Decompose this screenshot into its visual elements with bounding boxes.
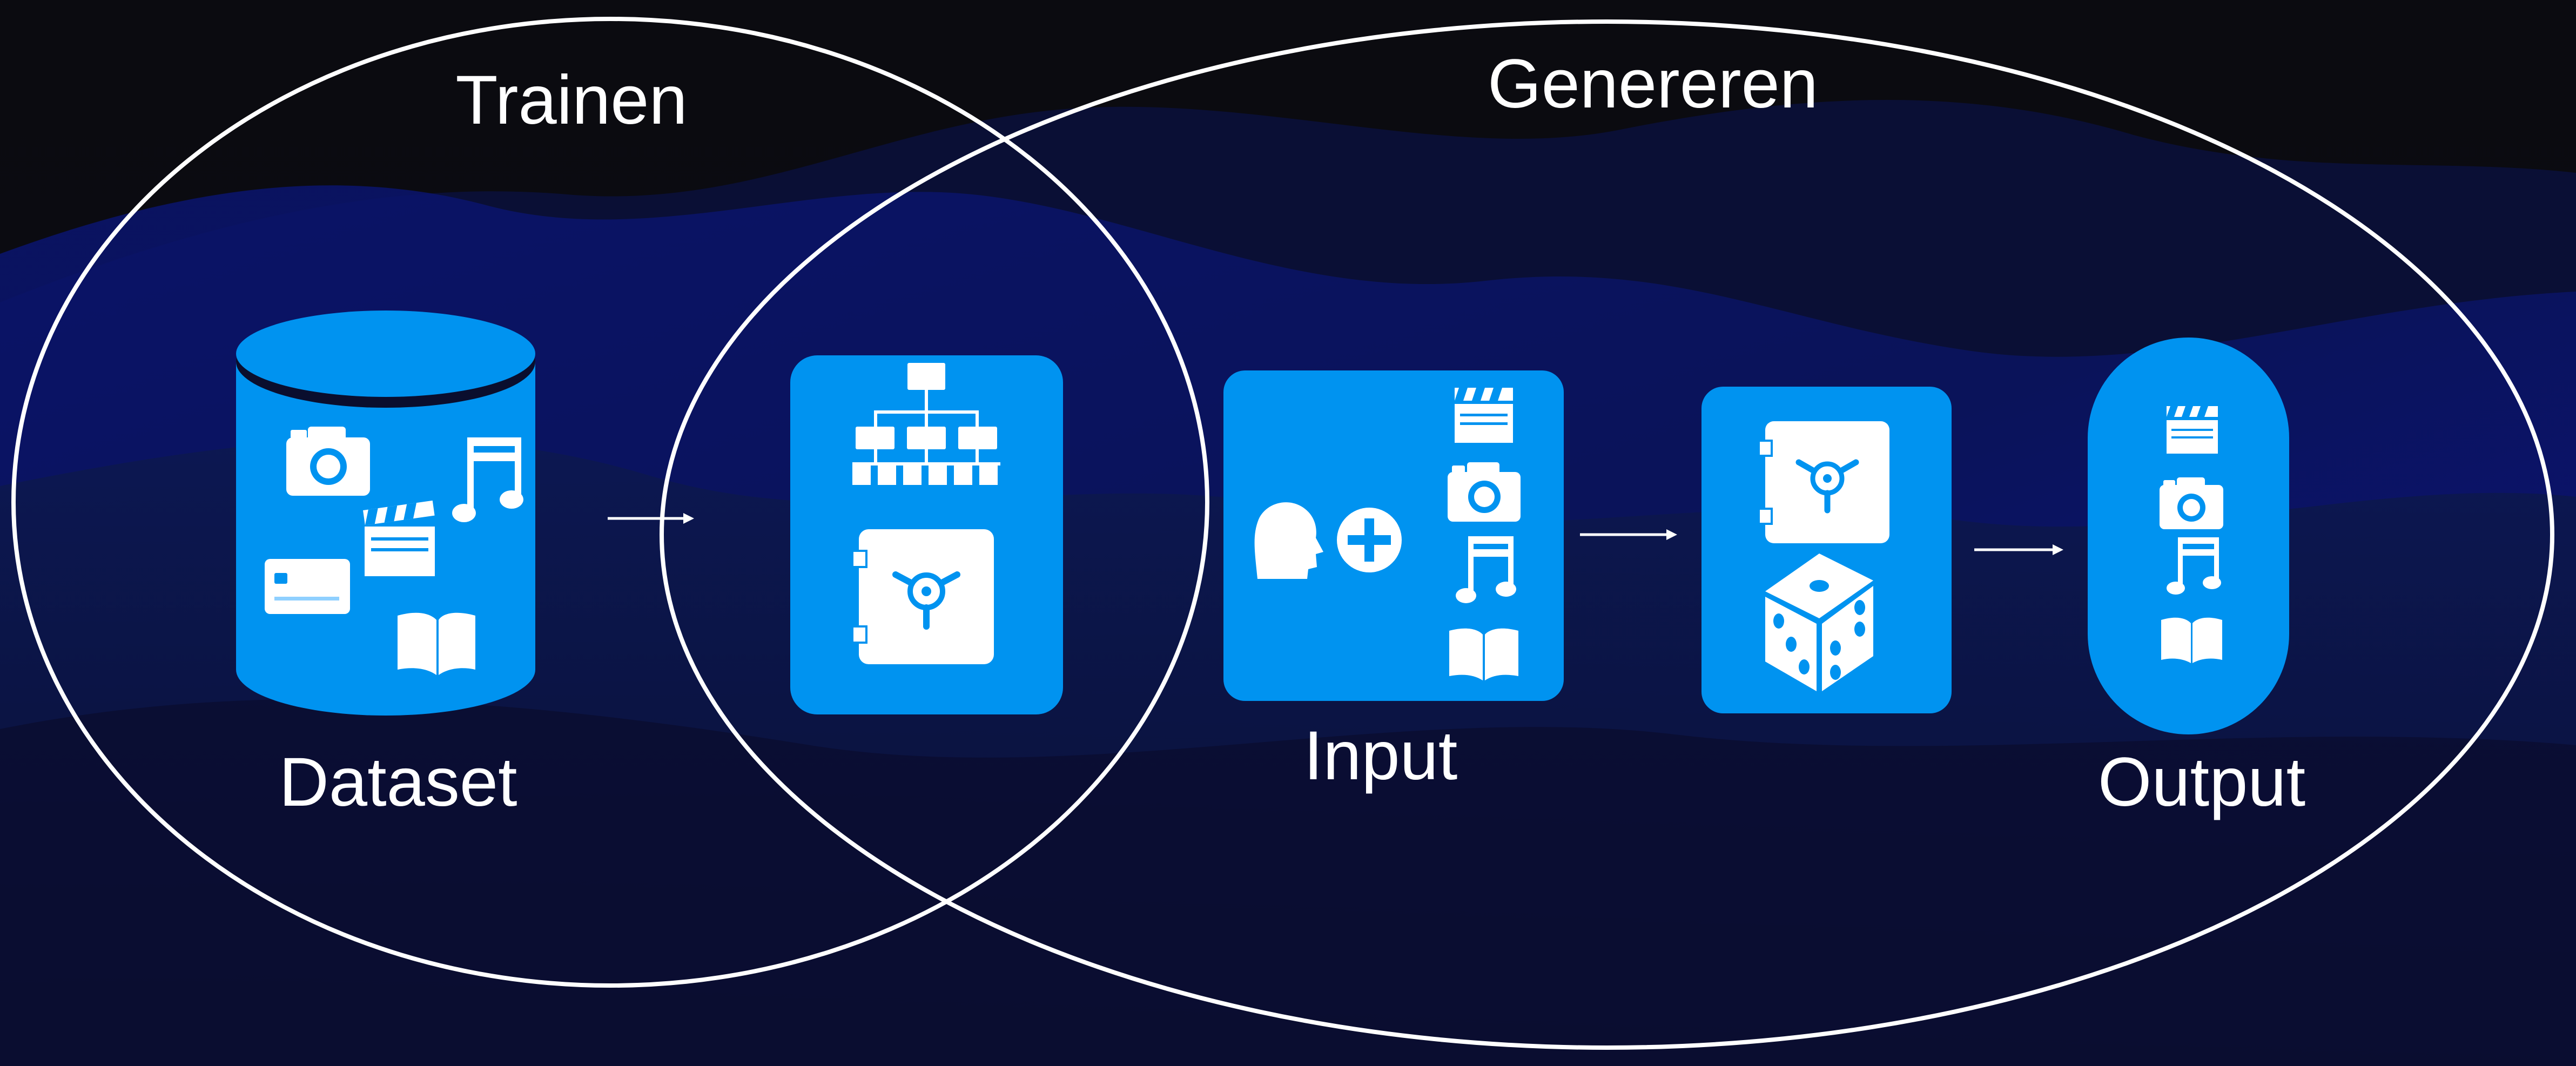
- input-box: [1223, 370, 1564, 701]
- output-box: [2088, 338, 2289, 734]
- photo-camera-icon: [2160, 477, 2223, 529]
- clapperboard-icon: [365, 527, 435, 576]
- output-label: Output: [2097, 744, 2306, 821]
- genereren-ellipse: [660, 19, 2554, 1050]
- model-box: [790, 355, 1063, 714]
- arrow-right-icon: [608, 513, 694, 524]
- background-wave-bottom: [0, 699, 2576, 1066]
- hierarchy-network-icon: [852, 363, 1000, 485]
- person-head-icon: [1254, 502, 1323, 579]
- music-note-icon: [2167, 537, 2221, 595]
- dice-icon: [1765, 554, 1873, 691]
- photo-camera-icon: [286, 427, 370, 496]
- trainen-ellipse: [11, 17, 1209, 988]
- arrow-right-icon: [1580, 529, 1677, 540]
- clapperboard-icon: [2167, 406, 2218, 454]
- music-note-icon: [1456, 536, 1516, 603]
- vault-safe-icon: [1758, 421, 1889, 543]
- photo-camera-icon: [1448, 462, 1521, 522]
- clapperboard-icon: [363, 500, 435, 525]
- arrow-right-icon: [1974, 544, 2063, 555]
- open-book-icon: [398, 612, 475, 675]
- trainen-label: Trainen: [455, 62, 688, 139]
- generator-box: [1701, 387, 1952, 713]
- open-book-icon: [2161, 617, 2222, 663]
- genereren-label: Genereren: [1488, 45, 1818, 123]
- input-label: Input: [1303, 717, 1458, 794]
- dataset-cylinder: [236, 311, 535, 716]
- open-book-icon: [1449, 628, 1518, 680]
- plus-circle-icon: [1337, 508, 1402, 572]
- dataset-label: Dataset: [279, 744, 517, 821]
- music-note-icon: [452, 437, 523, 522]
- clapperboard-icon: [1455, 388, 1513, 443]
- credit-card-icon: [265, 559, 350, 614]
- vault-safe-icon: [851, 529, 994, 664]
